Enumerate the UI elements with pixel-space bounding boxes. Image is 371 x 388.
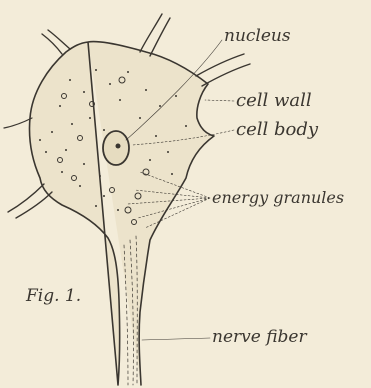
nucleus-shape [103, 131, 129, 165]
label-nucleus: nucleus [224, 28, 291, 45]
label-cell-body: cell body [236, 121, 318, 139]
leader-nerve-fiber [142, 338, 210, 340]
label-cell-wall: cell wall [236, 92, 312, 110]
dendrite-upper-left [42, 30, 70, 54]
dendrite-top [140, 14, 170, 56]
label-nerve-fiber: nerve fiber [212, 329, 307, 346]
leader-cell-wall [205, 100, 234, 101]
label-energy-granules: energy granules [212, 190, 344, 206]
figure-caption: Fig. 1. [26, 288, 81, 305]
dendrite-left-middle [4, 118, 32, 128]
cell-outline [29, 42, 214, 385]
